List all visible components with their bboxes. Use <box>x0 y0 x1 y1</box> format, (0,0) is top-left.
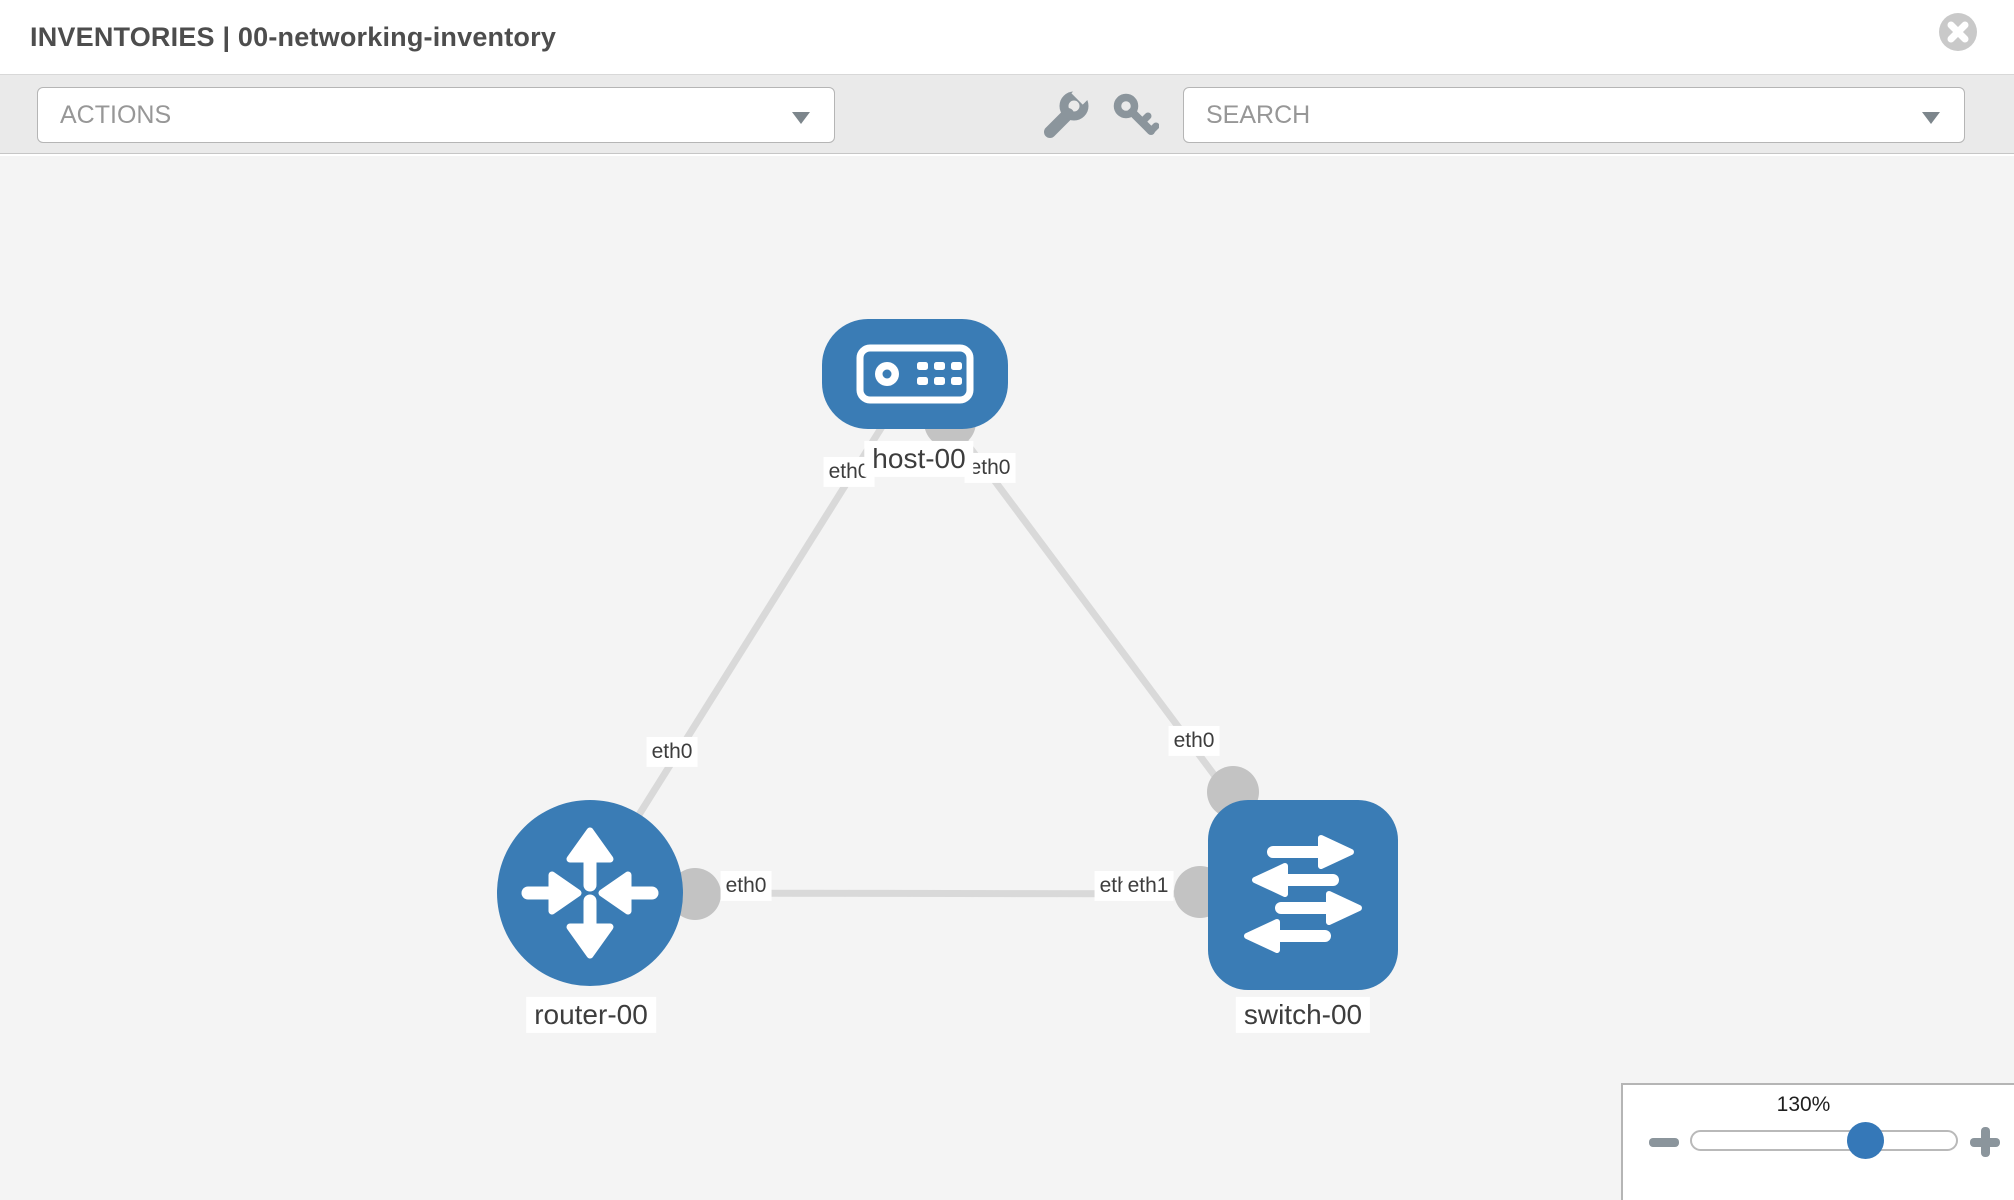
topology-graph <box>497 319 1398 990</box>
dropdown-caret-icon <box>792 112 810 124</box>
port-label: eth0 <box>646 736 698 768</box>
zoom-level-value: 130% <box>1776 1093 1831 1116</box>
node-label-host: host-00 <box>864 440 974 478</box>
node-label-switch: switch-00 <box>1235 996 1371 1034</box>
toolbar: ACTIONS SEARCH <box>0 74 2014 154</box>
actions-dropdown[interactable]: ACTIONS <box>37 87 835 143</box>
port-label: eth0 <box>720 870 772 902</box>
close-button[interactable] <box>1939 13 1977 51</box>
zoom-out-icon[interactable] <box>1649 1138 1679 1147</box>
search-dropdown[interactable]: SEARCH <box>1183 87 1965 143</box>
port-label: eth1 <box>1122 870 1174 902</box>
node-host-00[interactable] <box>822 319 1008 429</box>
search-dropdown-label: SEARCH <box>1206 100 1311 129</box>
switch-icon <box>1244 835 1362 953</box>
close-icon <box>1947 21 1969 43</box>
host-icon <box>856 344 974 404</box>
key-icon[interactable] <box>1111 91 1160 139</box>
wrench-icon[interactable] <box>1041 84 1092 139</box>
title-bar: INVENTORIES | 00-networking-inventory <box>0 0 2014 74</box>
port-label: eth0 <box>964 452 1016 484</box>
zoom-slider-track[interactable] <box>1690 1130 1958 1151</box>
node-label-router: router-00 <box>526 996 656 1034</box>
node-router-00[interactable] <box>497 800 683 986</box>
router-icon <box>521 827 659 959</box>
topology-canvas[interactable]: eth0 eth0 eth0 eth0 eth0 eth0 eth1 host-… <box>0 156 2014 1200</box>
zoom-control-panel: 130% <box>1621 1083 2014 1200</box>
node-switch-00[interactable] <box>1208 800 1398 990</box>
port-label: eth0 <box>1168 725 1220 757</box>
zoom-slider-handle[interactable] <box>1847 1122 1884 1159</box>
actions-dropdown-label: ACTIONS <box>60 100 172 129</box>
dropdown-caret-icon <box>1922 112 1940 124</box>
page-title: INVENTORIES | 00-networking-inventory <box>30 22 557 52</box>
zoom-in-icon[interactable] <box>1968 1125 2002 1159</box>
